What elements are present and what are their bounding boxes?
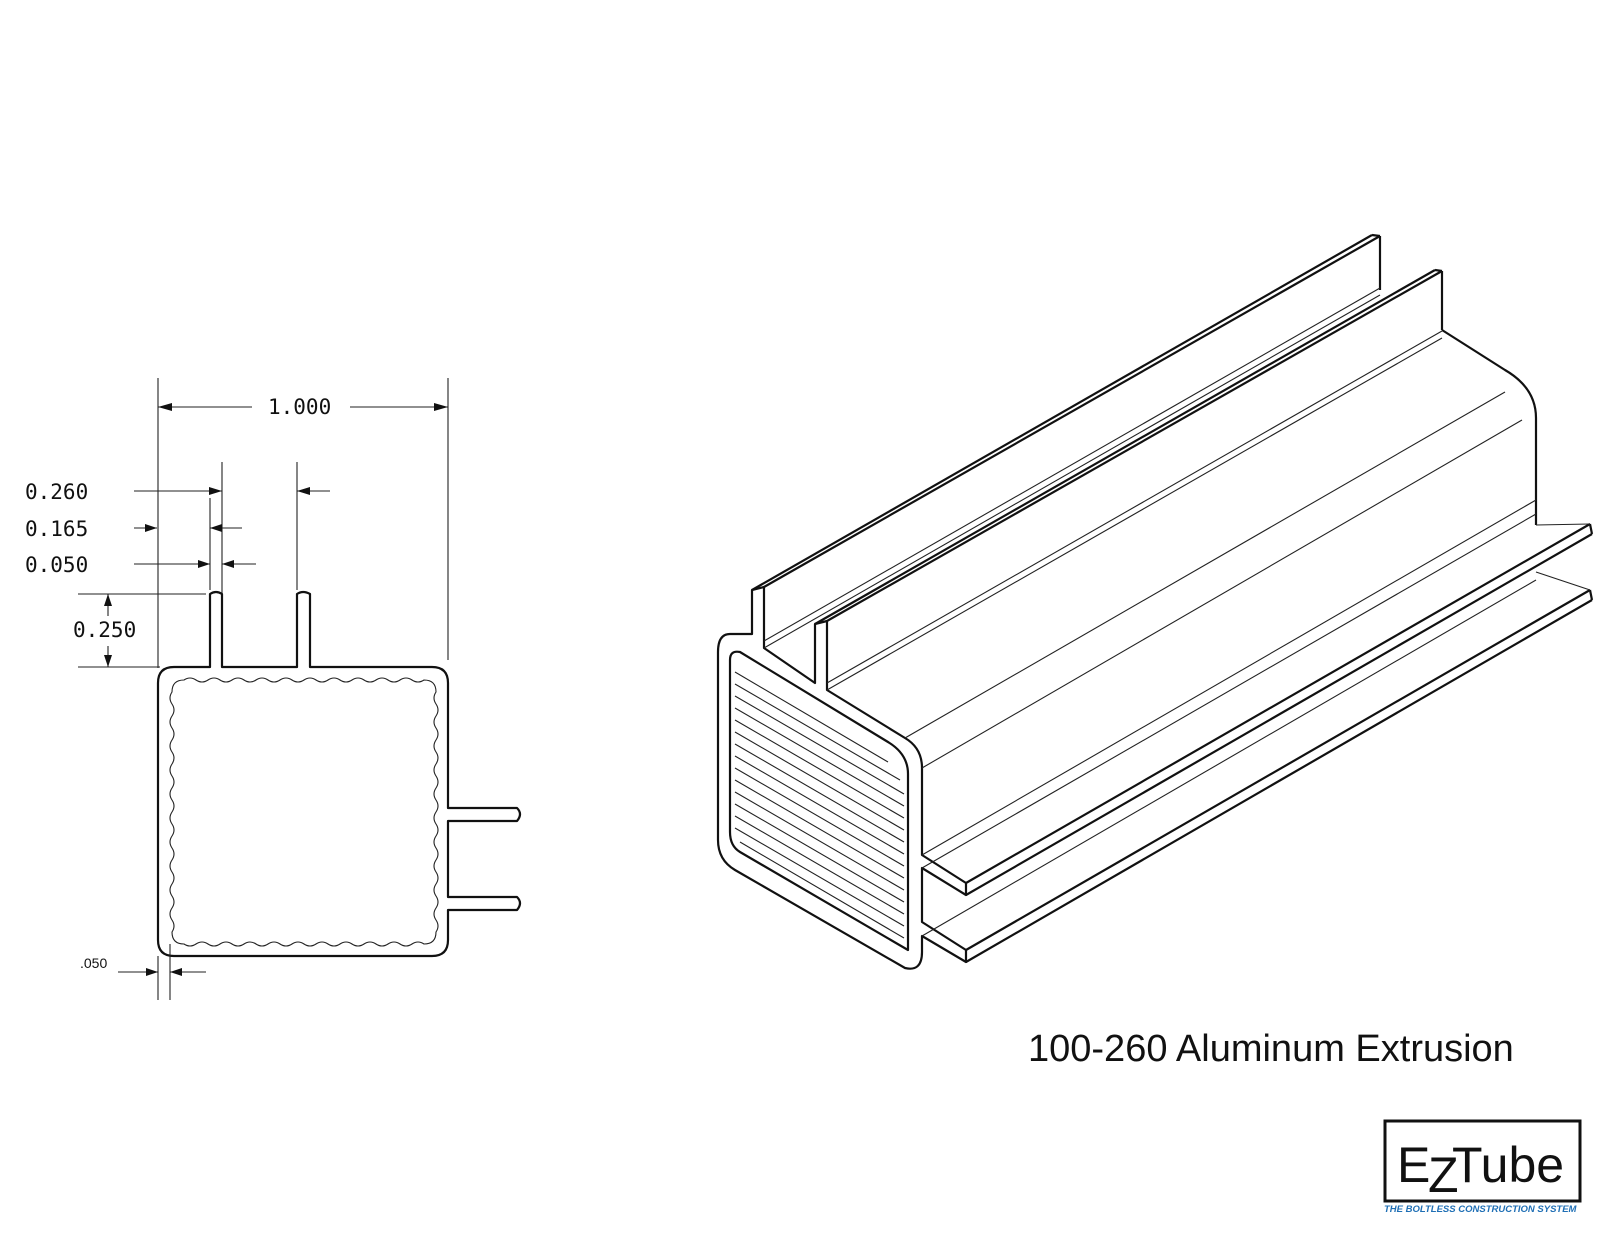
svg-text:E: E: [1397, 1137, 1430, 1193]
dim-260-label: 0.260: [25, 480, 88, 504]
cross-section-view: 1.000 0.260 0.165 0.050: [25, 378, 522, 1000]
tube-outline: [156, 590, 522, 958]
dim-line-165: [134, 524, 242, 532]
iso-ribs: [734, 671, 905, 939]
dim-050-label: 0.050: [25, 553, 88, 577]
svg-text:Z: Z: [1428, 1147, 1459, 1203]
eztube-logo: E Z Tube THE BOLTLESS CONSTRUCTION SYSTE…: [1383, 1119, 1582, 1215]
isometric-view: [716, 233, 1594, 970]
svg-text:Tube: Tube: [1452, 1137, 1564, 1193]
logo-tagline: THE BOLTLESS CONSTRUCTION SYSTEM: [1384, 1204, 1578, 1215]
dim-250-label: 0.250: [73, 618, 136, 642]
dim-wall-label: .050: [80, 955, 107, 971]
dim-line-260: [134, 487, 330, 495]
iso-long-edges: [751, 233, 1594, 963]
dim-line-1000: [158, 403, 448, 411]
tube-inner-ribbed: [169, 677, 439, 947]
drawing-title: 100-260 Aluminum Extrusion: [1028, 1028, 1514, 1070]
dim-line-050: [134, 560, 256, 568]
dim-width-label: 1.000: [268, 395, 331, 419]
iso-inner-face: [728, 650, 910, 952]
dim-165-label: 0.165: [25, 517, 88, 541]
